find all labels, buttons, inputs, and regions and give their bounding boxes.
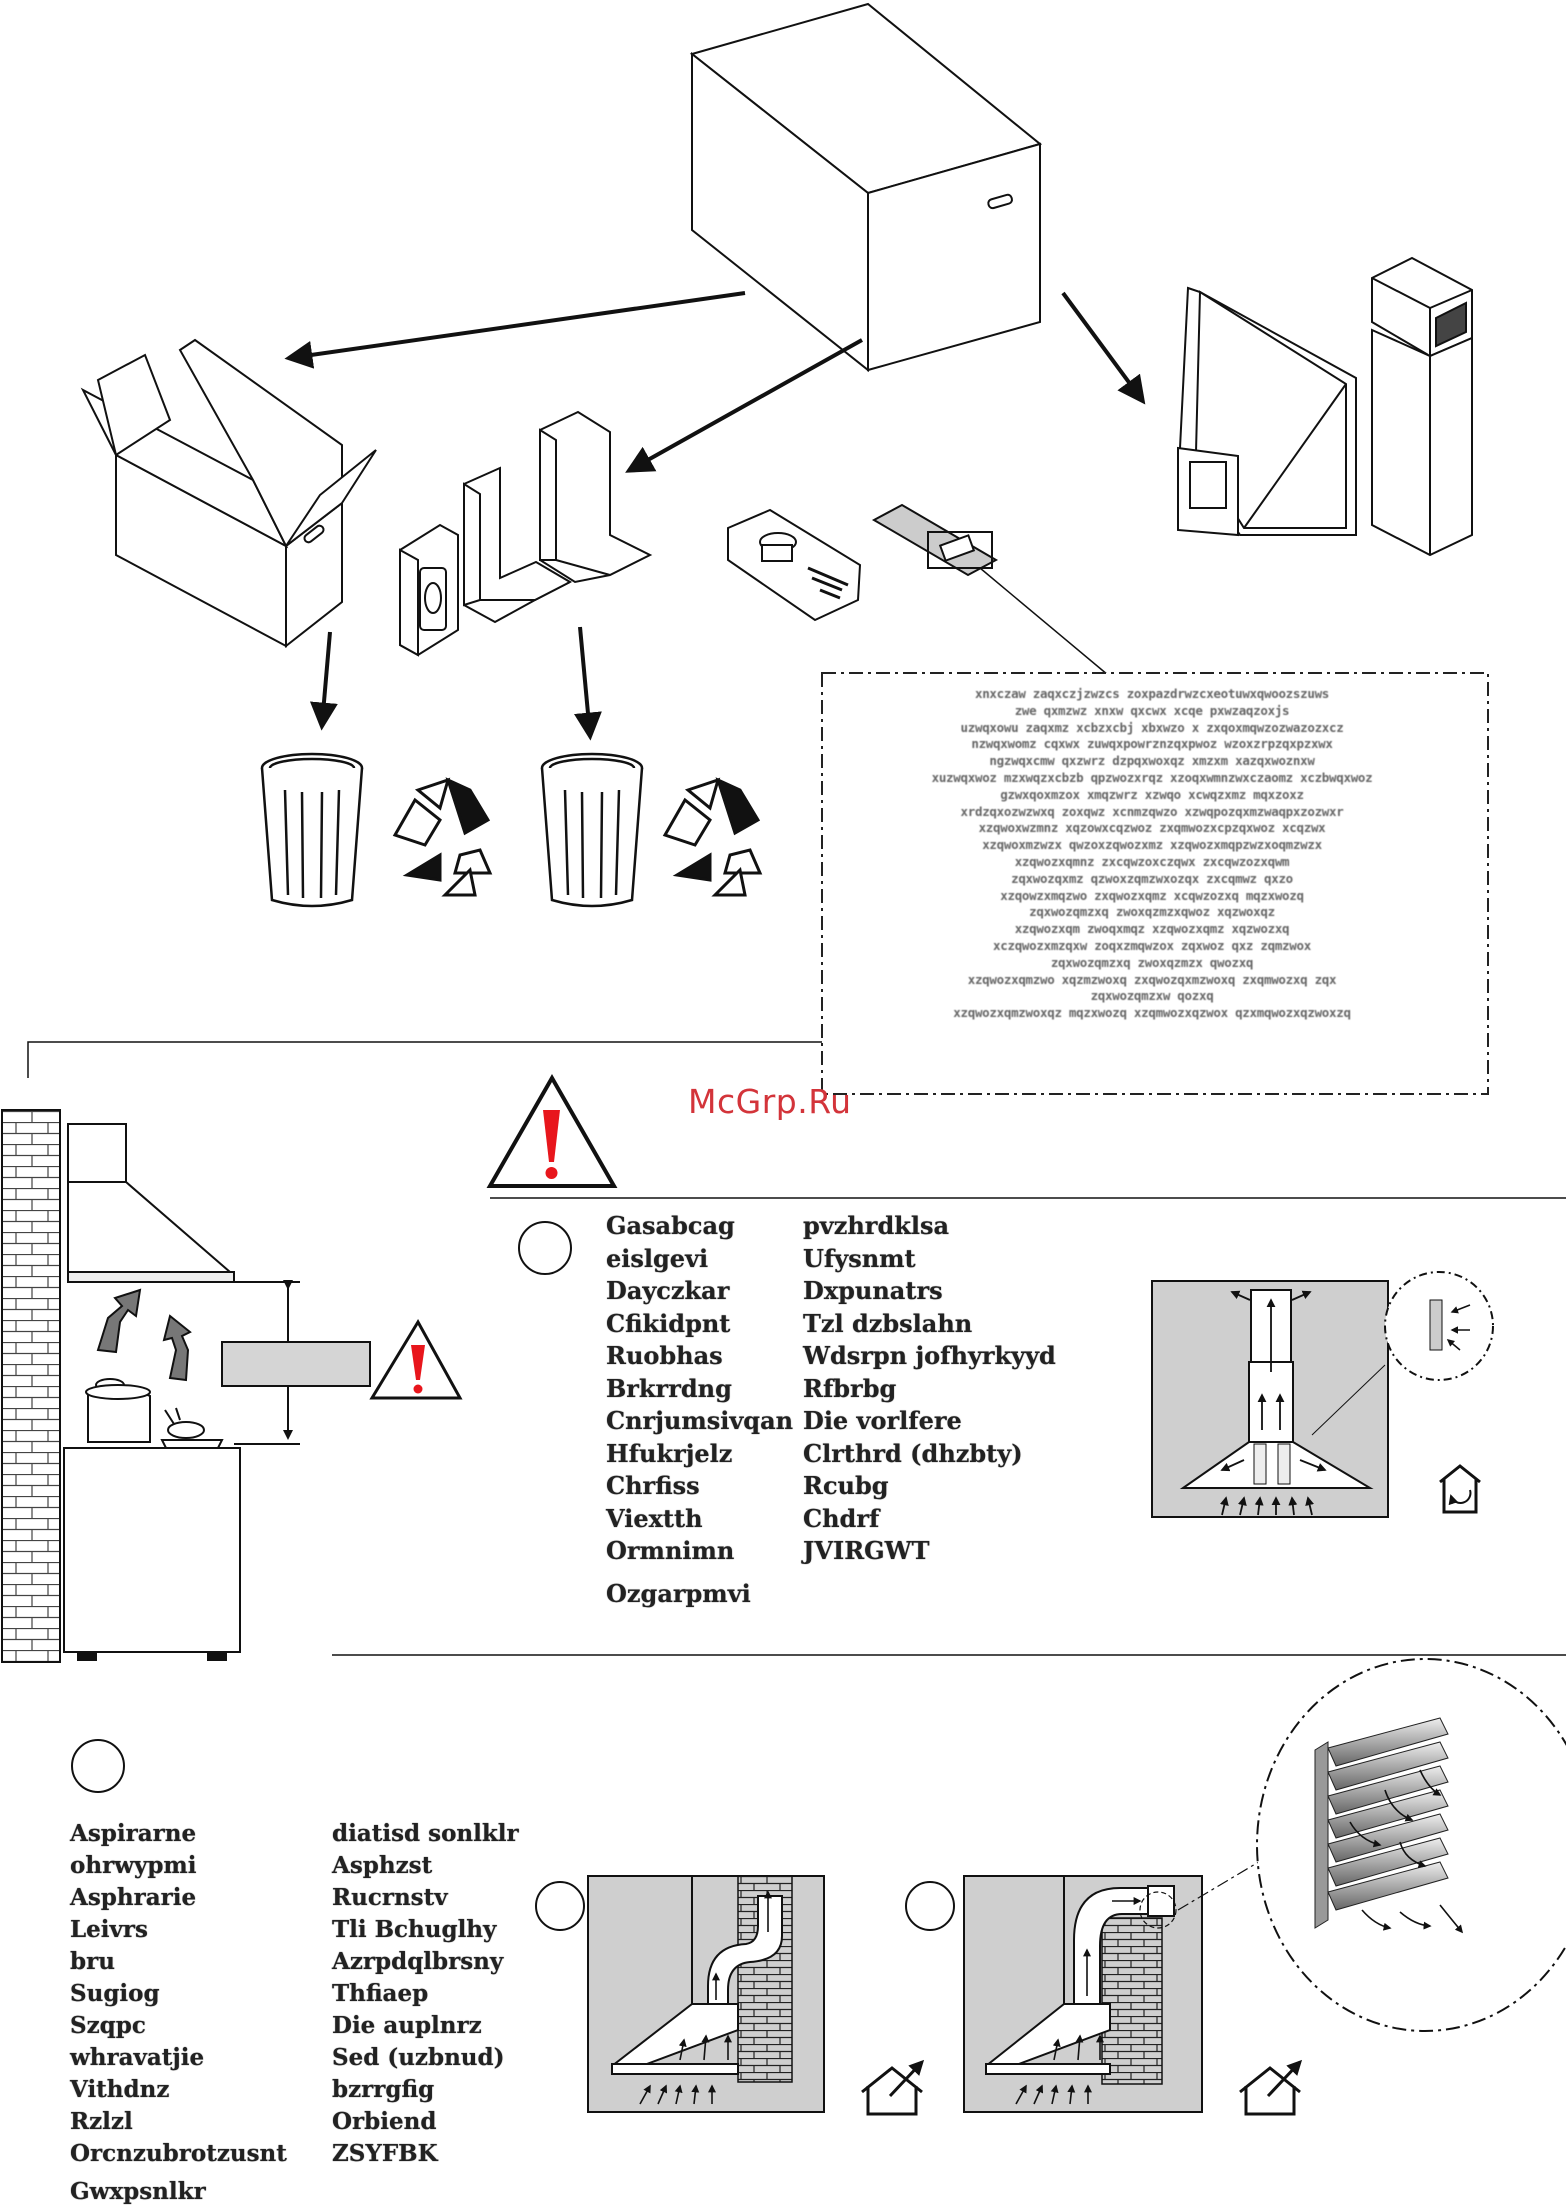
label-item: Orcnzubrotzusnt bbox=[70, 2140, 287, 2167]
label-item: ohrwypmi bbox=[70, 1852, 197, 1879]
watermark: McGrp.Ru bbox=[688, 1082, 852, 1121]
cooker-hood-side-view bbox=[67, 1123, 235, 1283]
label-item: pvzhrdklsa bbox=[803, 1211, 950, 1240]
extraction-diagram-2 bbox=[963, 1875, 1203, 2113]
label-item: Asphzst bbox=[332, 1852, 433, 1879]
recycle-icon bbox=[662, 777, 763, 897]
label-item: Wdsrpn jofhyrkyyd bbox=[803, 1341, 1056, 1370]
shipping-box-icon bbox=[689, 2, 1043, 373]
label-item: Chrfiss bbox=[606, 1471, 700, 1500]
callout-leader bbox=[979, 567, 1109, 676]
warning-icon bbox=[369, 1319, 463, 1400]
label-item: Aspirarne bbox=[70, 1820, 197, 1847]
label-item: Sed (uzbnud) bbox=[332, 2044, 505, 2071]
section-b-labels-col2: diatisd sonlklr Asphzst Rucrnstv Tli Bch… bbox=[332, 1818, 519, 2170]
accessory-bag-icon bbox=[727, 503, 999, 622]
label-item: Sugiog bbox=[70, 1980, 160, 2007]
notice-box bbox=[821, 672, 1489, 1095]
label-item: Thfiaep bbox=[332, 1980, 429, 2007]
trash-bin-icon bbox=[260, 752, 364, 908]
chimney-pieces-icon bbox=[1371, 256, 1473, 557]
step-circle-b2 bbox=[905, 1881, 955, 1931]
label-item: Vithdnz bbox=[70, 2076, 170, 2103]
label-item: Rzlzl bbox=[70, 2108, 133, 2135]
polystyrene-pieces-icon bbox=[399, 410, 653, 657]
label-item: Die auplnrz bbox=[332, 2012, 482, 2039]
label-item: Tzl dzbslahn bbox=[803, 1308, 973, 1338]
label-item: Asphrarie bbox=[70, 1884, 197, 1911]
section-b-labels-col1: Aspirarne ohrwypmi Asphrarie Leivrs bru … bbox=[70, 1818, 287, 2208]
label-item: Rucrnstv bbox=[332, 1884, 448, 1911]
label-item: Chdrf bbox=[803, 1503, 880, 1533]
notice-text: xnxczaw zaqxczjzwzcs zoxpazdrwzcxeotuwxq… bbox=[931, 686, 1373, 1021]
label-item: Rfbrbg bbox=[803, 1373, 897, 1403]
label-item: Dxpunatrs bbox=[803, 1276, 943, 1305]
open-carton-icon bbox=[80, 338, 377, 649]
label-item: Azrpdqlbrsny bbox=[332, 1948, 504, 1975]
label-item: Brkrrdng bbox=[606, 1373, 732, 1403]
label-item: Clrthrd (dhzbty) bbox=[803, 1438, 1023, 1468]
label-item: Hfukrjelz bbox=[606, 1438, 733, 1468]
label-item: bzrrgfig bbox=[332, 2076, 435, 2103]
label-item: Ozgarpmvi bbox=[606, 1578, 751, 1608]
label-item: bru bbox=[70, 1948, 115, 1975]
label-item: Cfikidpnt bbox=[606, 1308, 731, 1338]
brick-wall bbox=[1, 1109, 61, 1663]
label-item: Ruobhas bbox=[606, 1341, 723, 1370]
warning-icon-large bbox=[486, 1073, 618, 1188]
label-item: Cnrjumsivqan bbox=[606, 1406, 794, 1435]
label-item: Szqpc bbox=[70, 2012, 146, 2039]
label-item: Ufysnmt bbox=[803, 1243, 916, 1273]
label-item: Gasabcag bbox=[606, 1211, 735, 1240]
label-item: whravatjie bbox=[70, 2044, 205, 2071]
height-dimension bbox=[221, 1280, 371, 1445]
label-item: Ormnimn bbox=[606, 1536, 735, 1565]
vent-out-house-icon bbox=[1239, 2059, 1303, 2116]
label-item: diatisd sonlklr bbox=[332, 1820, 519, 1847]
label-item: Rcubg bbox=[803, 1471, 889, 1500]
step-circle-b bbox=[71, 1739, 125, 1793]
label-item: ZSYFBK bbox=[332, 2140, 438, 2167]
label-item: JVIRGWT bbox=[803, 1536, 930, 1565]
extraction-diagram-1 bbox=[587, 1875, 825, 2113]
trash-bin-icon bbox=[540, 752, 644, 908]
label-item: Die vorlfere bbox=[803, 1406, 962, 1435]
kitchen-cabinet bbox=[63, 1447, 241, 1661]
section-a-labels-col2: pvzhrdklsa Ufysnmt Dxpunatrs Tzl dzbslah… bbox=[803, 1210, 1056, 1568]
step-circle-a bbox=[518, 1221, 572, 1275]
label-item: Gwxpsnlkr bbox=[70, 2178, 206, 2205]
hood-canopy-icon bbox=[1177, 286, 1357, 537]
section-a-labels-col1: Gasabcag eislgevi Dayczkar Cfikidpnt Ruo… bbox=[606, 1210, 793, 1610]
step-circle-b1 bbox=[535, 1881, 585, 1931]
recirculation-diagram bbox=[1151, 1271, 1494, 1518]
pot-and-pan-icon bbox=[85, 1378, 224, 1449]
section-divider bbox=[27, 1041, 822, 1078]
label-item: Viextth bbox=[606, 1503, 703, 1533]
label-item: Orbiend bbox=[332, 2108, 437, 2135]
unpack-arrows bbox=[284, 291, 1146, 741]
label-item: Dayczkar bbox=[606, 1276, 730, 1305]
vent-out-house-icon bbox=[861, 2059, 925, 2116]
label-item: Tli Bchuglhy bbox=[332, 1916, 497, 1943]
recycle-icon bbox=[392, 777, 493, 897]
detail-leader bbox=[1177, 1859, 1263, 1911]
louvre-vent-detail bbox=[1256, 1658, 1566, 2032]
label-item: Leivrs bbox=[70, 1916, 148, 1943]
label-item: eislgevi bbox=[606, 1243, 709, 1273]
steam-arrow-icon bbox=[96, 1288, 192, 1382]
